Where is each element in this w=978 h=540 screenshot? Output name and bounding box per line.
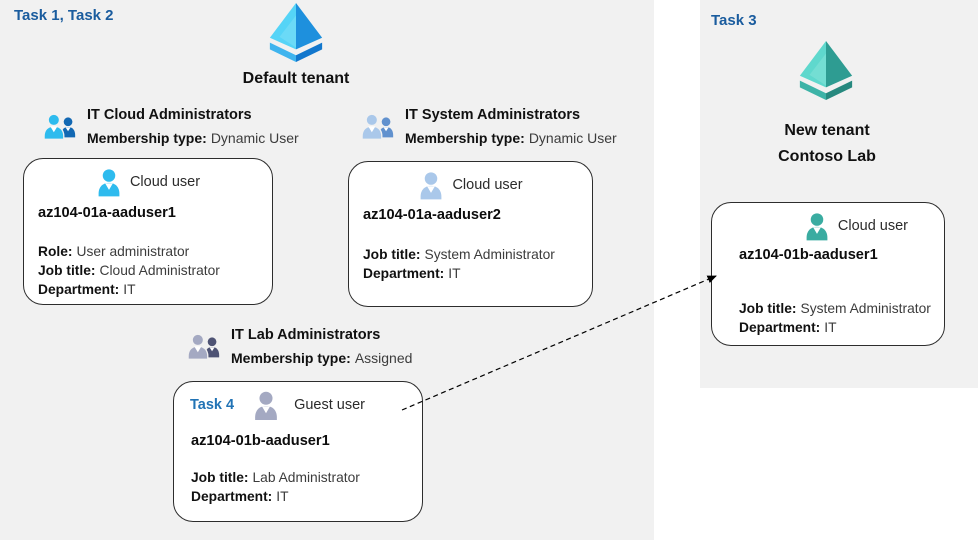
field-department: Department:IT xyxy=(739,320,837,335)
group-title: IT Lab Administrators xyxy=(231,327,381,343)
username: az104-01b-aaduser1 xyxy=(191,433,330,449)
group-membership: Membership type:Assigned xyxy=(231,350,413,366)
card-header: Cloud user xyxy=(726,211,930,241)
user-fields: Role:User administrator Job title:Cloud … xyxy=(38,242,258,299)
group-people-icon xyxy=(43,113,76,140)
field-department: Department:IT xyxy=(191,489,289,504)
user-fields: Job title:System Administrator Departmen… xyxy=(726,299,931,337)
user-card-new-tenant-az104-01b-aaduser1: Cloud user az104-01b-aaduser1 Job title:… xyxy=(711,202,945,346)
task-3-label: Task 3 xyxy=(711,12,757,29)
guest-user-icon xyxy=(255,391,277,420)
new-tenant-title-line1: New tenant xyxy=(784,122,870,139)
cloud-user-icon xyxy=(421,171,442,199)
group-it-cloud-administrators: IT Cloud Administrators Membership type:… xyxy=(42,104,299,150)
username: az104-01a-aaduser1 xyxy=(38,205,176,221)
field-role: Role:User administrator xyxy=(38,244,190,259)
cloud-user-icon xyxy=(98,168,120,196)
group-it-system-administrators: IT System Administrators Membership type… xyxy=(360,104,617,150)
user-type-label: Cloud user xyxy=(452,177,523,193)
user-fields: Job title:Lab Administrator Department:I… xyxy=(188,468,408,506)
default-tenant-title: Default tenant xyxy=(242,70,350,87)
user-card-az104-01a-aaduser2: Cloud user az104-01a-aaduser2 Job title:… xyxy=(348,161,593,307)
group-membership: Membership type:Dynamic User xyxy=(405,130,617,146)
username: az104-01a-aaduser2 xyxy=(363,207,501,223)
group-people-icon xyxy=(361,113,394,140)
group-title: IT System Administrators xyxy=(405,107,581,123)
user-type-label: Guest user xyxy=(294,397,365,413)
field-job-title: Job title:System Administrator xyxy=(739,301,931,316)
user-type-label: Cloud user xyxy=(837,218,908,234)
group-membership: Membership type:Dynamic User xyxy=(87,130,299,146)
task-4-label: Task 4 xyxy=(190,397,235,413)
azure-ad-tenant-icon-blue xyxy=(269,2,323,62)
card-header: Cloud user xyxy=(38,167,258,197)
field-job-title: Job title:System Administrator xyxy=(363,247,555,262)
user-card-guest-az104-01b-aaduser1: Task 4 Guest user az104-01b-aaduser1 Job… xyxy=(173,381,423,522)
azure-ad-tenant-icon-teal xyxy=(799,40,853,100)
new-tenant-title-line2: Contoso Lab xyxy=(778,148,876,165)
card-header: Cloud user xyxy=(363,170,578,200)
group-people-icon xyxy=(187,333,220,360)
username: az104-01b-aaduser1 xyxy=(739,247,878,263)
card-header: Task 4 Guest user xyxy=(188,390,408,420)
field-department: Department:IT xyxy=(363,266,461,281)
group-title: IT Cloud Administrators xyxy=(87,107,252,123)
user-type-label: Cloud user xyxy=(129,174,201,190)
user-fields: Job title:System Administrator Departmen… xyxy=(363,245,578,283)
field-department: Department:IT xyxy=(38,282,136,297)
cloud-user-icon xyxy=(806,212,828,240)
field-job-title: Job title:Cloud Administrator xyxy=(38,263,220,278)
field-job-title: Job title:Lab Administrator xyxy=(191,470,360,485)
task-1-2-label: Task 1, Task 2 xyxy=(14,7,114,24)
group-it-lab-administrators: IT Lab Administrators Membership type:As… xyxy=(186,324,412,370)
user-card-az104-01a-aaduser1: Cloud user az104-01a-aaduser1 Role:User … xyxy=(23,158,273,305)
